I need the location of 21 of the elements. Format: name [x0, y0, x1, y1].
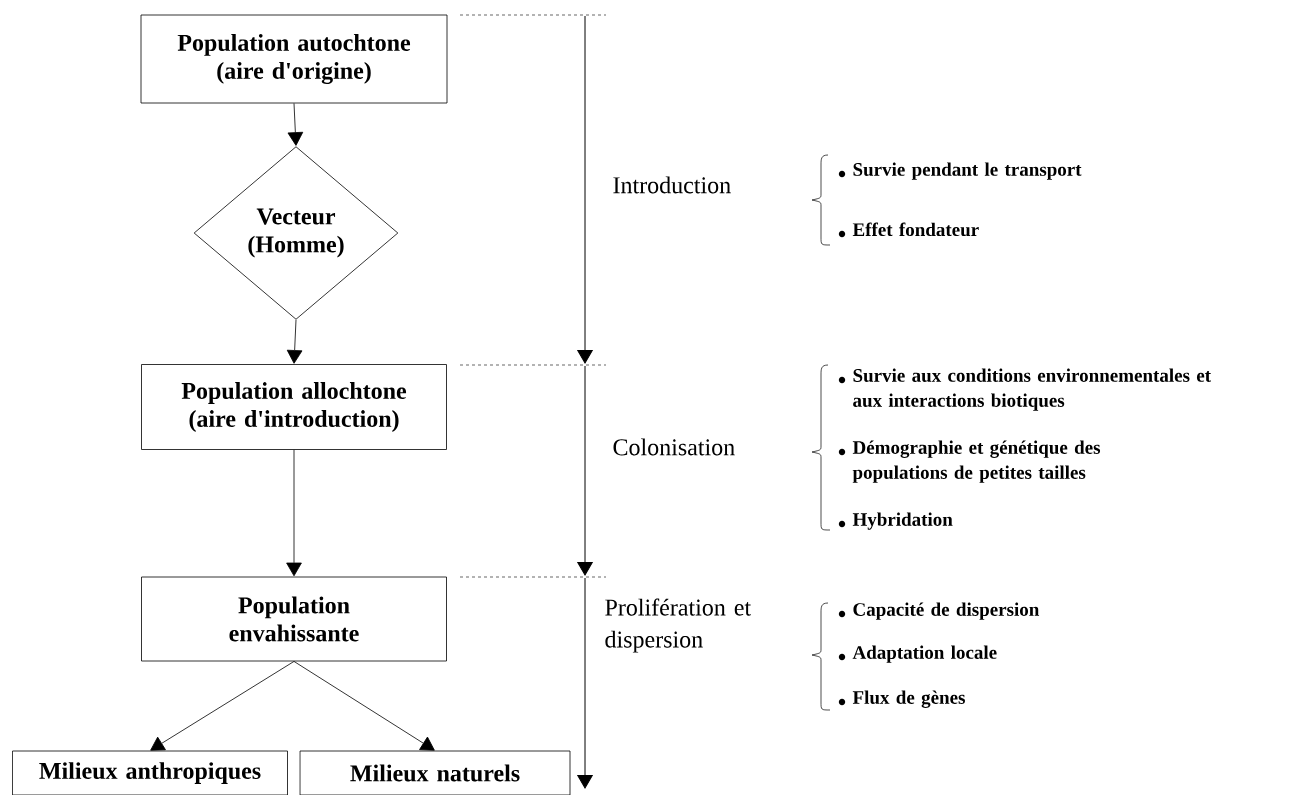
list-item: Hybridation [852, 512, 953, 530]
stage-label: Prolifération et dispersion [605, 598, 751, 653]
arrow [150, 661, 295, 751]
arrow [286, 449, 302, 577]
process-box: Population envahissante [141, 576, 447, 662]
process-box: Milieux naturels [299, 750, 571, 795]
process-box: Milieux anthropiques [12, 750, 288, 795]
arrow [286, 319, 303, 364]
list-item: Adaptation locale [852, 645, 997, 663]
process-box: Population autochtone (aire d'origine) [140, 14, 448, 104]
list-item: Survie pendant le transport [853, 162, 1082, 180]
arrow [287, 103, 304, 146]
process-box: Population allochtone (aire d'introduction) [141, 364, 447, 450]
stage-label: Introduction [613, 176, 731, 194]
list-item: Flux de gènes [852, 690, 965, 708]
stage-label: Colonisation [613, 438, 735, 456]
list-item: Effet fondateur [852, 222, 979, 237]
list-item: Capacité de dispersion [853, 602, 1040, 620]
list-item: Survie aux conditions environnementales et aux interactions biotiques [853, 368, 1211, 411]
arrow [293, 661, 435, 751]
list-item: Démographie et génétique des populations de petites tailles [852, 440, 1101, 483]
